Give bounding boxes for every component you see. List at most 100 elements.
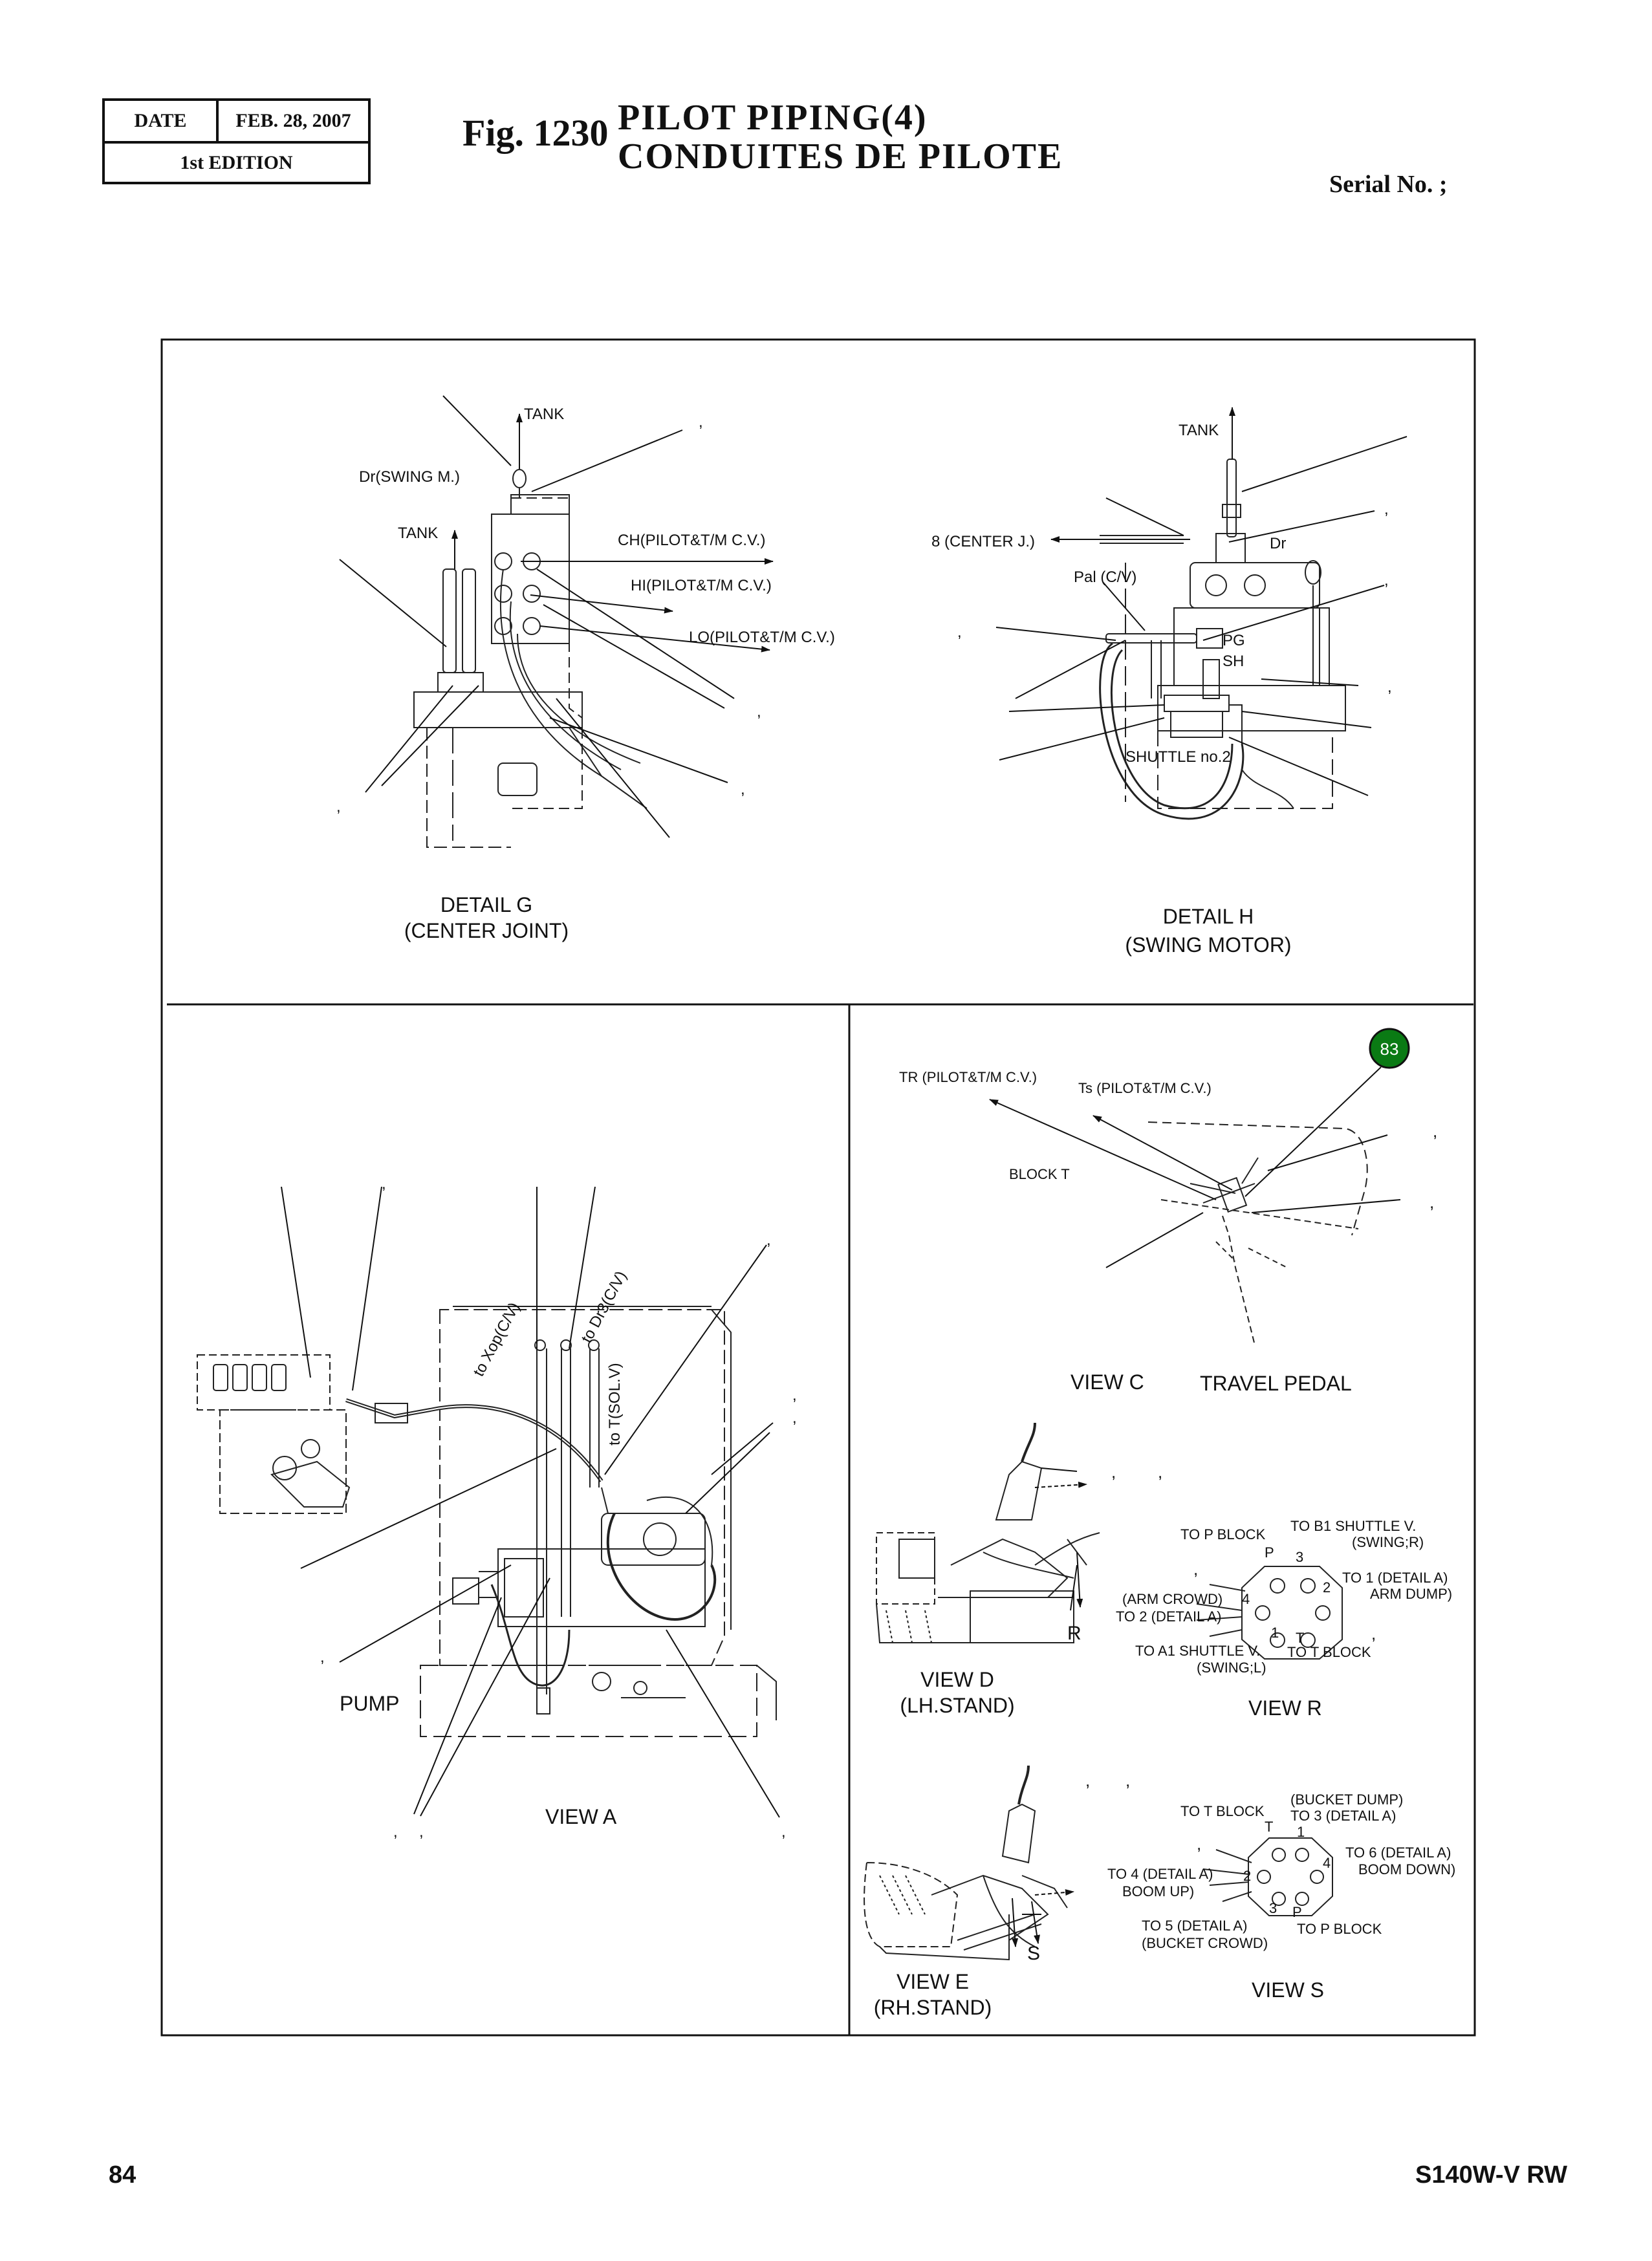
view-e-captions: VIEW E (RH.STAND) <box>874 1970 992 2019</box>
page-number: 84 <box>109 2161 136 2189</box>
r-to-p-block: TO P BLOCK <box>1180 1526 1266 1542</box>
view-a-labels: to Xop(C/V) to Dr3(C/V) to T(SOL.V) , , … <box>320 1175 797 1841</box>
serial-number: Serial No. ; <box>1329 171 1448 198</box>
view-s-caption: VIEW S <box>1252 1978 1324 2002</box>
g-comma-1: , <box>699 413 703 431</box>
r-to-a1: TO A1 SHUTTLE V. <box>1135 1643 1260 1659</box>
detail-h-title: DETAIL H <box>1163 905 1254 928</box>
r-port-1: 1 <box>1271 1625 1279 1641</box>
r-to-2: TO 2 (DETAIL A) <box>1116 1608 1221 1625</box>
a-comma-8: , <box>781 1823 786 1841</box>
c-block-t-label: BLOCK T <box>1009 1166 1070 1182</box>
d-arrow-label: R <box>1067 1623 1081 1644</box>
detail-g-subtitle: (CENTER JOINT) <box>404 919 569 942</box>
s-bucket-dump: (BUCKET DUMP) <box>1290 1791 1403 1808</box>
a-comma-7: , <box>419 1823 424 1841</box>
r-port-p: P <box>1265 1544 1274 1561</box>
s-port-4: 4 <box>1323 1855 1331 1871</box>
detail-h <box>1099 459 1346 820</box>
detail-h-leaders <box>995 407 1407 796</box>
h-shuttle-label: SHUTTLE no.2 <box>1125 748 1231 766</box>
detail-h-subtitle: (SWING MOTOR) <box>1125 933 1291 957</box>
date-label: DATE <box>105 101 219 141</box>
d-comma-2: , <box>1158 1462 1162 1482</box>
a-to-xop-label: to Xop(C/V) <box>470 1299 523 1379</box>
view-c-captions: VIEW C TRAVEL PEDAL <box>1071 1370 1352 1395</box>
view-e-title: VIEW E <box>897 1970 969 1993</box>
r-arm-crowd: (ARM CROWD) <box>1122 1591 1223 1607</box>
view-r-labels: TO P BLOCK TO B1 SHUTTLE V. (SWING;R) TO… <box>1116 1518 1452 1676</box>
r-to-t-block: TO T BLOCK <box>1287 1644 1371 1660</box>
view-d-leaders <box>1034 1467 1087 1611</box>
h-comma-1: , <box>1384 501 1389 518</box>
a-comma-6: , <box>393 1823 398 1841</box>
view-a <box>197 1306 777 1737</box>
g-comma-4: , <box>336 798 341 816</box>
h-comma-4: , <box>1387 678 1392 696</box>
view-c <box>1147 1121 1368 1346</box>
date-edition-box: DATE FEB. 28, 2007 1st EDITION <box>102 98 371 184</box>
view-e <box>864 1765 1068 1961</box>
detail-g-caption: DETAIL G (CENTER JOINT) <box>404 893 569 942</box>
r-port-2: 2 <box>1323 1579 1331 1596</box>
r-comma-2: , <box>1371 1624 1376 1643</box>
g-tank-top-label: TANK <box>524 406 564 423</box>
a-to-t-label: to T(SOL.V) <box>606 1363 624 1445</box>
r-to-b1: TO B1 SHUTTLE V. <box>1290 1518 1416 1534</box>
r-to-1: TO 1 (DETAIL A) <box>1342 1570 1448 1586</box>
g-lo-label: LO(PILOT&T/M C.V.) <box>689 629 835 646</box>
e-arrow-label: S <box>1027 1943 1040 1964</box>
view-d <box>876 1422 1100 1643</box>
figure-number: Fig. 1230 <box>462 112 609 154</box>
view-d-labels: R , , <box>1067 1462 1162 1644</box>
g-ch-label: CH(PILOT&T/M C.V.) <box>618 532 765 549</box>
c-comma-2: , <box>1429 1193 1434 1212</box>
a-comma-5: , <box>320 1649 325 1666</box>
c-tr-label: TR (PILOT&T/M C.V.) <box>899 1069 1037 1085</box>
view-s <box>1202 1837 1333 1916</box>
view-c-badge: 83 <box>1369 1028 1410 1069</box>
s-port-3: 3 <box>1269 1900 1277 1916</box>
a-comma-3: , <box>792 1387 797 1404</box>
callout-badge-number: 83 <box>1380 1039 1399 1059</box>
s-port-1: 1 <box>1297 1824 1305 1840</box>
detail-g-leaders <box>339 395 774 838</box>
s-bucket-crowd: (BUCKET CROWD) <box>1142 1935 1268 1951</box>
g-hi-label: HI(PILOT&T/M C.V.) <box>631 577 772 594</box>
s-boom-down: BOOM DOWN) <box>1358 1861 1455 1877</box>
g-comma-2: , <box>757 703 761 720</box>
detail-h-labels: TANK 8 (CENTER J.) Dr Pal (C/V) PG SH SH… <box>931 422 1392 766</box>
s-to-6: TO 6 (DETAIL A) <box>1345 1844 1451 1861</box>
s-comma-1: , <box>1197 1834 1201 1854</box>
view-a-captions: PUMP VIEW A <box>340 1692 617 1828</box>
view-c-subtitle: TRAVEL PEDAL <box>1200 1372 1352 1395</box>
r-port-t: T <box>1296 1630 1304 1646</box>
h-sh-label: SH <box>1223 653 1244 670</box>
view-c-leaders <box>989 1066 1401 1268</box>
r-port-3: 3 <box>1296 1549 1303 1565</box>
view-a-title: VIEW A <box>545 1805 617 1828</box>
edition-label: 1st EDITION <box>180 152 293 173</box>
view-a-leaders <box>281 1186 780 1818</box>
s-port-t: T <box>1265 1819 1273 1835</box>
r-swing-l: (SWING;L) <box>1197 1660 1266 1676</box>
page-title-en: PILOT PIPING(4) <box>618 98 928 138</box>
model-name: S140W-V RW <box>1415 2161 1568 2189</box>
g-tank-left-label: TANK <box>398 525 438 542</box>
detail-g-title: DETAIL G <box>440 893 532 916</box>
s-port-2: 2 <box>1243 1868 1251 1884</box>
d-comma-1: , <box>1111 1462 1116 1482</box>
g-dr-swing-label: Dr(SWING M.) <box>359 468 460 486</box>
e-comma-2: , <box>1125 1771 1130 1790</box>
view-s-title: VIEW S <box>1252 1978 1324 2002</box>
detail-h-caption: DETAIL H (SWING MOTOR) <box>1125 905 1291 957</box>
detail-g <box>413 469 647 848</box>
view-e-labels: S , , <box>1027 1771 1130 1964</box>
view-c-title: VIEW C <box>1071 1370 1144 1394</box>
h-comma-2: , <box>1384 572 1389 589</box>
a-comma-4: , <box>792 1409 797 1427</box>
view-e-leaders <box>1012 1889 1074 1947</box>
h-pal-label: Pal (C/V) <box>1074 568 1136 586</box>
r-comma-1: , <box>1193 1559 1198 1579</box>
